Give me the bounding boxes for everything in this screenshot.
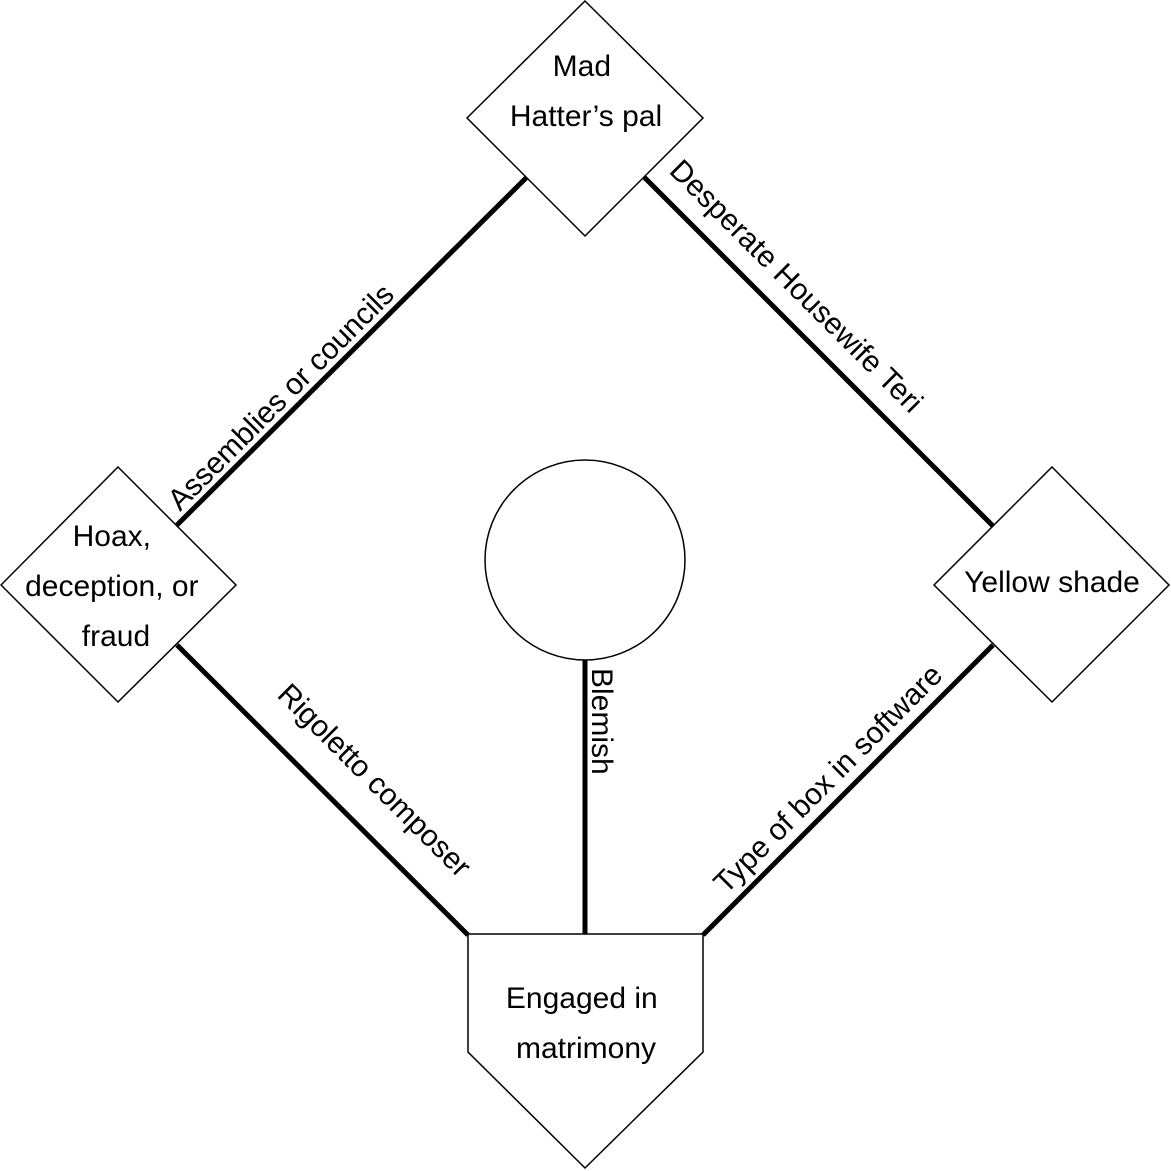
third-base-line-1: Hoax, xyxy=(73,520,151,553)
pitchers-mound-circle xyxy=(484,459,686,661)
clue-type-of-box-in-software: Type of box in software xyxy=(708,658,949,899)
second-base-diamond xyxy=(465,0,705,238)
third-base-line-3: fraud xyxy=(82,620,150,653)
first-base-line-1: Yellow shade xyxy=(964,566,1140,599)
clue-rigoletto-composer: Rigoletto composer xyxy=(271,678,477,884)
node-home-plate: Engaged in matrimony xyxy=(467,933,704,1170)
home-plate-label: Engaged in matrimony xyxy=(506,982,666,1065)
second-base-label: Mad Hatter’s pal xyxy=(510,50,662,133)
third-base-label: Hoax, deception, or fraud xyxy=(25,520,207,653)
home-plate-line-2: matrimony xyxy=(516,1032,656,1065)
first-base-diamond xyxy=(932,465,1171,704)
second-base-line-1: Mad xyxy=(553,50,611,83)
node-first-base: Yellow shade xyxy=(932,465,1171,704)
edge-third-to-second xyxy=(175,175,529,527)
clue-desperate-housewife-teri: Desperate Housewife Teri xyxy=(663,154,929,420)
edge-first-to-home xyxy=(701,643,995,937)
second-base-line-2: Hatter’s pal xyxy=(510,100,662,133)
third-base-line-2: deception, or xyxy=(25,570,198,603)
clue-assemblies-or-councils: Assemblies or councils xyxy=(162,278,401,517)
home-plate-line-1: Engaged in xyxy=(506,982,658,1015)
node-second-base: Mad Hatter’s pal xyxy=(465,0,705,238)
node-third-base: Hoax, deception, or fraud xyxy=(0,465,238,704)
clue-blemish: Blemish xyxy=(585,668,618,775)
third-base-diamond xyxy=(0,465,238,704)
home-plate-pentagon xyxy=(467,933,704,1170)
first-base-label: Yellow shade xyxy=(964,566,1140,599)
edge-third-to-home xyxy=(175,643,470,937)
edge-second-to-first xyxy=(642,175,995,528)
